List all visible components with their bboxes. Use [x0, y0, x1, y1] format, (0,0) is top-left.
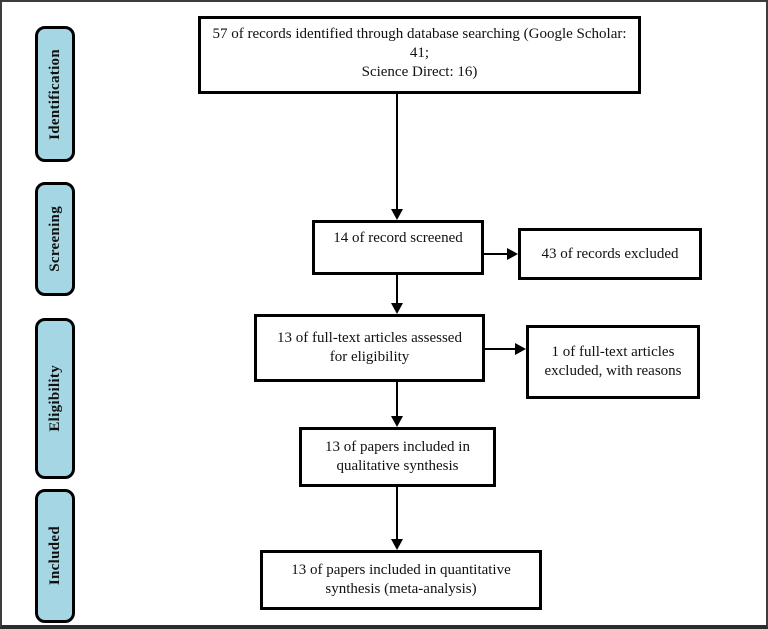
- stage-label-text: Included: [46, 526, 63, 586]
- arrowhead-right-icon: [507, 248, 518, 260]
- arrow-down-fulltext-to-qualitative: [396, 382, 398, 417]
- stage-label-text: Identification: [46, 48, 63, 140]
- arrowhead-down-icon: [391, 209, 403, 220]
- arrow-right-screened-to-excluded: [484, 253, 508, 255]
- stage-label-screening: Screening: [35, 182, 75, 296]
- arrowhead-right-icon: [515, 343, 526, 355]
- arrow-down-qualitative-to-quantitative: [396, 487, 398, 540]
- records-excluded-box: 43 of records excluded: [518, 228, 702, 280]
- stage-label-text: Eligibility: [46, 365, 63, 432]
- arrowhead-down-icon: [391, 416, 403, 427]
- arrowhead-down-icon: [391, 539, 403, 550]
- stage-label-included: Included: [35, 489, 75, 623]
- arrow-right-fulltext-to-excluded: [485, 348, 516, 350]
- arrowhead-down-icon: [391, 303, 403, 314]
- fulltext-assessed-box: 13 of full-text articles assessed for el…: [254, 314, 485, 382]
- records-identified-box: 57 of records identified through databas…: [198, 16, 641, 94]
- qualitative-synthesis-box: 13 of papers included in qualitative syn…: [299, 427, 496, 487]
- stage-label-text: Screening: [46, 206, 63, 272]
- records-screened-box: 14 of record screened: [312, 220, 484, 275]
- stage-label-identification: Identification: [35, 26, 75, 162]
- arrow-down-screened-to-fulltext: [396, 275, 398, 304]
- arrow-down-identified-to-screened: [396, 94, 398, 210]
- stage-label-eligibility: Eligibility: [35, 318, 75, 479]
- quantitative-synthesis-box: 13 of papers included in quantitative sy…: [260, 550, 542, 610]
- fulltext-excluded-box: 1 of full-text articles excluded, with r…: [526, 325, 700, 399]
